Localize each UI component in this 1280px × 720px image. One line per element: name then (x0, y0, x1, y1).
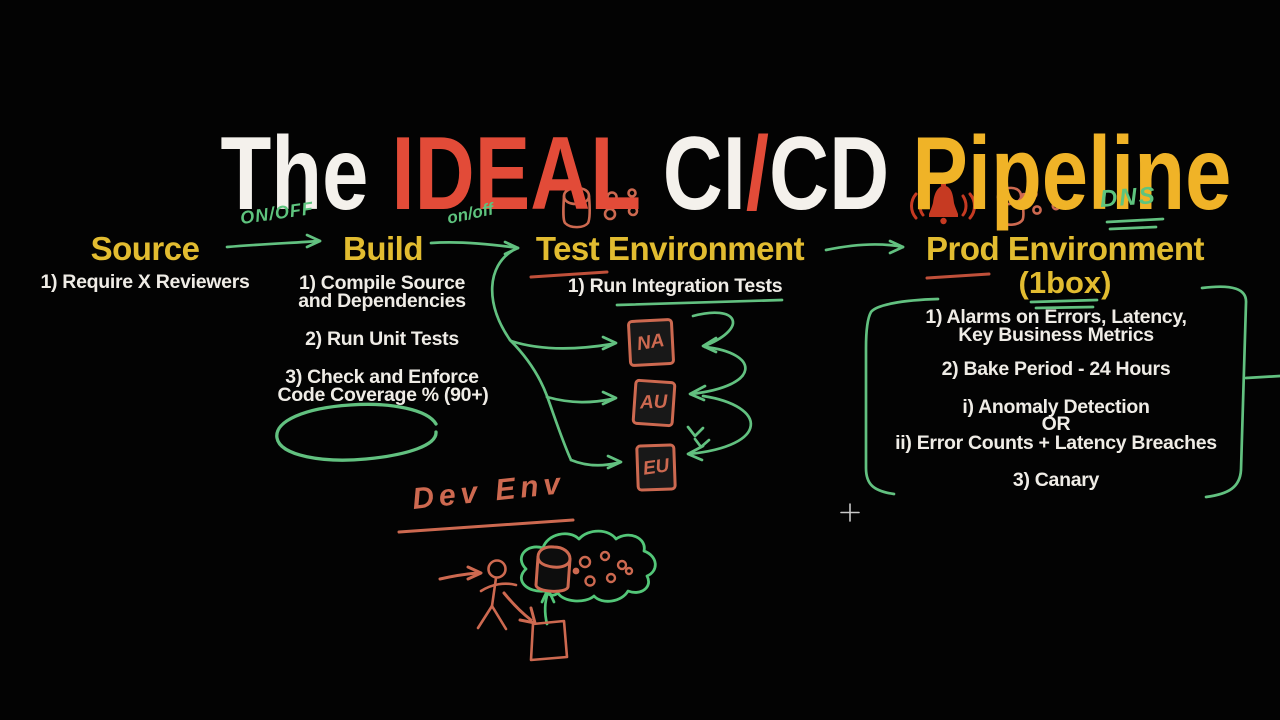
region-loop-arrows (686, 311, 753, 462)
dev-env-underline (397, 518, 575, 534)
database-cylinder-icon (534, 545, 572, 593)
prod-item-canary: 3) Canary (1012, 469, 1100, 491)
build-item-compile-line1: 1) Compile Source (298, 272, 466, 294)
host-dots-icon (603, 188, 639, 221)
branch-line-to-regions (490, 249, 623, 470)
test-underline-red (529, 270, 609, 279)
prod-item-alarms-line2: Key Business Metrics (958, 324, 1154, 346)
title-word-ideal: IDEAL (391, 116, 640, 232)
stick-figure-icon (476, 559, 518, 631)
dns-underline (1105, 217, 1165, 231)
build-item-coverage-line1: 3) Check and Enforce (285, 366, 479, 388)
prod-underline-red (925, 272, 991, 280)
crosshair-cursor-icon (840, 503, 860, 522)
region-box-na: NA (626, 317, 676, 368)
title-word-the: The (220, 116, 392, 232)
cloud-icon (519, 529, 657, 603)
stage-subtitle-prod-1box: (1box) (1018, 265, 1112, 300)
database-cylinder-icon (562, 186, 591, 229)
title-slash: / (745, 116, 770, 232)
build-item-coverage-line2: Code Coverage % (90+) (277, 384, 489, 406)
build-item-compile-line2: and Dependencies (298, 290, 466, 312)
host-dots-icon (1020, 186, 1061, 215)
source-item-reviewers: 1) Require X Reviewers (40, 271, 250, 293)
arrow-into-figure (438, 565, 483, 581)
prod-item-or: OR (1041, 413, 1071, 435)
region-label-eu: EU (641, 454, 671, 480)
stage-title-source: Source (90, 230, 200, 267)
arrow-figure-to-box (502, 591, 537, 625)
region-box-eu: EU (635, 443, 677, 492)
prod-item-alarms-line1: 1) Alarms on Errors, Latency, (925, 306, 1187, 328)
title-word-pipeline: Pipeline (912, 116, 1232, 232)
alarm-bell-icon (910, 182, 976, 225)
prod-item-anomaly-detection: i) Anomaly Detection (962, 396, 1150, 418)
region-box-au: AU (631, 378, 677, 428)
arrow-test-to-prod (824, 239, 905, 255)
host-dots-icon (572, 550, 634, 587)
page-title: The IDEAL CI/CD Pipeline (128, 18, 1231, 330)
prod-box-bracket (864, 285, 1280, 499)
prod-item-error-counts: ii) Error Counts + Latency Breaches (895, 432, 1217, 454)
integration-tests-underline (615, 298, 784, 307)
stage-title-build: Build (343, 230, 423, 267)
region-label-na: NA (635, 329, 667, 355)
stage-title-test: Test Environment (535, 230, 805, 267)
arrow-source-to-build (225, 233, 322, 249)
code-box-icon (529, 619, 569, 662)
test-item-integration-tests: 1) Run Integration Tests (567, 275, 783, 297)
onebox-underline (1029, 298, 1099, 310)
stage-title-prod: Prod Environment (925, 230, 1205, 267)
title-word-cd: CD (769, 116, 913, 232)
prod-item-bake-period: 2) Bake Period - 24 Hours (941, 358, 1171, 380)
dns-label: DNS (1099, 182, 1158, 213)
title-word-ci: CI (639, 116, 746, 232)
build-ellipse-doodle (275, 402, 438, 462)
build-item-unit-tests: 2) Run Unit Tests (305, 328, 459, 350)
region-label-au: AU (639, 391, 669, 414)
